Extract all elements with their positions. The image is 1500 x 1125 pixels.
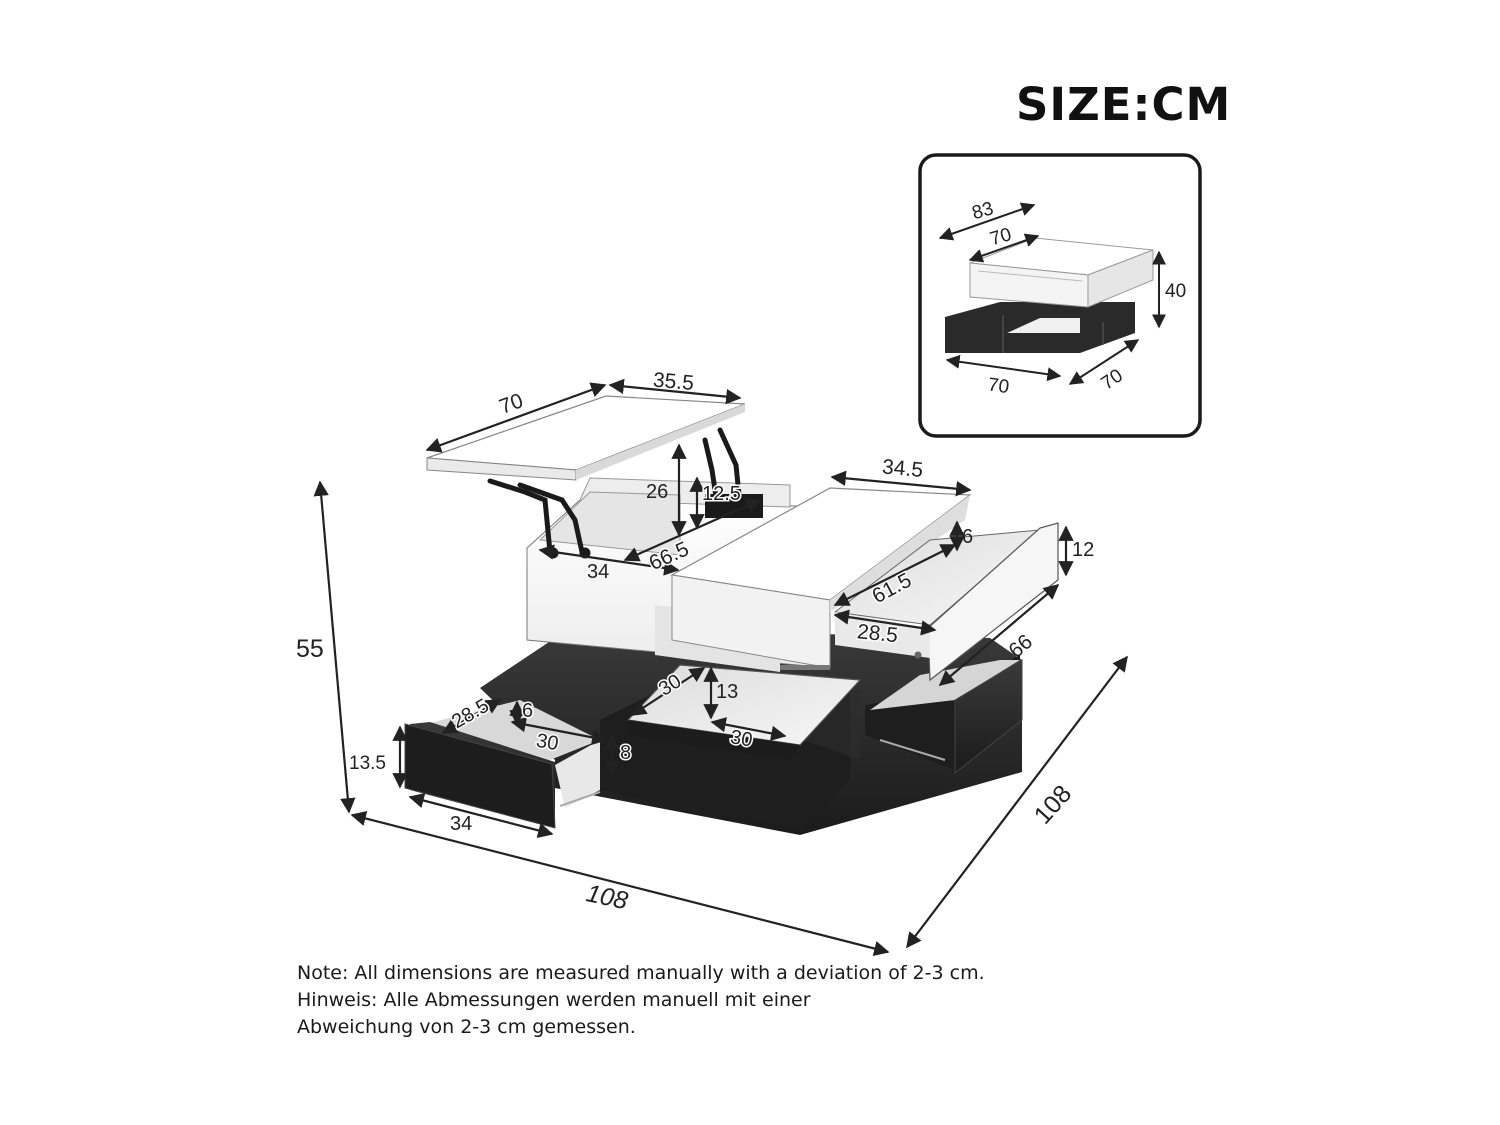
inset-top-depth-line bbox=[938, 202, 1036, 241]
lower-drawer-inner-height-b-label: 8 bbox=[620, 742, 631, 764]
inset-base-depth-line bbox=[1068, 339, 1140, 385]
inset-base-width-line bbox=[945, 354, 1062, 382]
lift-top-length-line bbox=[425, 382, 607, 453]
compartment-width-line bbox=[538, 544, 680, 576]
lift-top-width-label: 35.5 bbox=[652, 369, 695, 395]
upper-drawer-inner-length-line bbox=[833, 544, 957, 606]
total-width-line bbox=[350, 810, 890, 957]
open-box-depth-line bbox=[710, 717, 787, 741]
lower-drawer-inner-height-a-label: 6 bbox=[522, 700, 533, 722]
lower-drawer-height-label: 13.5 bbox=[349, 753, 386, 774]
fixed-top-width-label: 34.5 bbox=[881, 455, 924, 481]
note-german-line-2: Abweichung von 2-3 cm gemessen. bbox=[297, 1016, 636, 1038]
inset-base-width-label: 70 bbox=[987, 374, 1011, 398]
open-box-width-line bbox=[630, 667, 706, 716]
total-depth-label: 108 bbox=[1029, 780, 1078, 830]
total-depth-line bbox=[906, 655, 1128, 949]
open-box-height-label: 13 bbox=[716, 681, 738, 703]
upper-drawer-height-label: 12 bbox=[1072, 539, 1094, 561]
main-dimensions bbox=[313, 378, 1128, 957]
inset-top-width-line bbox=[968, 233, 1040, 263]
lower-drawer-inner-depth-line bbox=[441, 699, 502, 734]
open-box-depth-label: 30 bbox=[728, 726, 754, 752]
size-unit-title: SIZE:CM bbox=[1016, 78, 1232, 131]
upper-drawer-inner-width-line bbox=[833, 609, 937, 636]
lift-top-width-line bbox=[608, 378, 742, 405]
inset-height-label: 40 bbox=[1165, 281, 1186, 302]
upper-drawer-inner-width-label: 28.5 bbox=[856, 620, 899, 647]
lift-mechanism-label: 12.5 bbox=[702, 483, 741, 505]
total-height-line bbox=[313, 480, 356, 814]
lower-drawer-width-label: 34 bbox=[450, 813, 472, 835]
fixed-top-width-line bbox=[830, 470, 972, 497]
lower-drawer-inner-width-label: 30 bbox=[534, 730, 560, 756]
lift-up-top-panel bbox=[426, 395, 746, 481]
main-table-illustration bbox=[404, 395, 1059, 835]
lower-drawer-inner-width-line bbox=[510, 717, 608, 745]
inset-closed-view: 83 70 40 70 70 bbox=[918, 153, 1202, 438]
total-height-label: 55 bbox=[296, 635, 324, 663]
note-german-line-1: Hinweis: Alle Abmessungen werden manuell… bbox=[297, 989, 811, 1011]
note-english: Note: All dimensions are measured manual… bbox=[297, 962, 985, 984]
upper-drawer-inner-height-label: 6 bbox=[962, 526, 973, 548]
compartment-width-label: 34 bbox=[587, 561, 609, 583]
lift-height-label: 26 bbox=[646, 481, 668, 503]
